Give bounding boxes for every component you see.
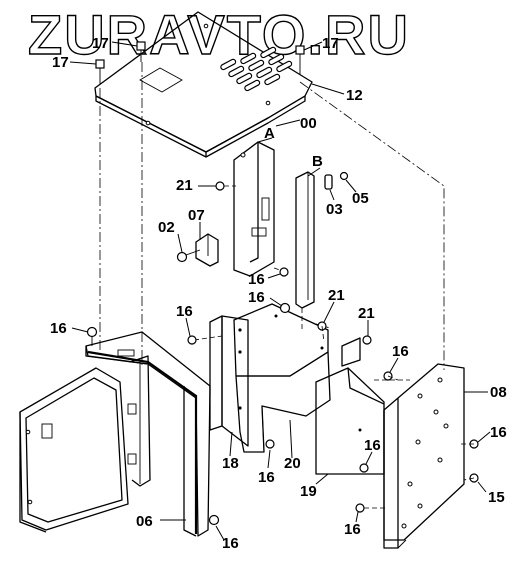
vertical-bar-b	[295, 171, 315, 309]
label-16-center-top: 16	[248, 289, 265, 306]
label-16-a: 16	[248, 271, 265, 288]
clip-03	[324, 174, 333, 190]
label-17-center: 17	[92, 35, 109, 52]
label-00: 00	[300, 115, 317, 132]
label-12: 12	[346, 87, 363, 104]
label-15: 15	[488, 489, 505, 506]
bolt-16-panel19-low	[355, 503, 365, 513]
label-16-plate18-top: 16	[176, 303, 193, 320]
side-plate-18	[209, 315, 249, 447]
frame-06	[85, 331, 211, 537]
label-19: 19	[300, 483, 317, 500]
label-16-panel08-right: 16	[490, 424, 507, 441]
label-06: 06	[136, 513, 153, 530]
bolt-16-plate18-top	[187, 335, 197, 345]
label-03: 03	[326, 201, 343, 218]
label-16-panel19-low: 16	[344, 521, 361, 538]
label-17-right: 17	[322, 35, 339, 52]
bolt-16-center-top	[279, 302, 291, 314]
label-16-below-18: 16	[258, 469, 275, 486]
side-panel-08	[383, 363, 465, 549]
bolt-02	[176, 249, 201, 263]
top-cover-plate	[94, 11, 313, 158]
watermark: ZURAVTO.RU	[28, 3, 410, 66]
label-17-left: 17	[52, 54, 69, 71]
marker-a: A	[264, 125, 275, 142]
label-16-frame-bottom: 16	[222, 535, 239, 552]
label-07: 07	[188, 207, 205, 224]
bent-cover-20	[233, 303, 331, 453]
bolt-16-frame-left	[86, 326, 98, 346]
vent-slots	[220, 46, 293, 92]
bracket-07	[195, 233, 219, 267]
bolt-17-left	[95, 59, 105, 84]
left-door-panel	[19, 367, 129, 533]
bolt-16-a	[279, 267, 289, 277]
label-18: 18	[222, 455, 239, 472]
label-05: 05	[352, 190, 369, 207]
label-16-panel19-right: 16	[392, 343, 409, 360]
label-08: 08	[490, 384, 507, 401]
bolt-16-below-18	[265, 439, 275, 449]
label-20: 20	[284, 455, 301, 472]
marker-b: B	[312, 153, 323, 170]
label-16-frame-left: 16	[50, 320, 67, 337]
label-21-panel19: 21	[358, 305, 375, 322]
center-bracket-a	[233, 141, 275, 277]
bolt-21-panel19	[362, 335, 372, 345]
bolt-16-frame-bottom	[208, 514, 220, 526]
frame-inner-rail	[129, 355, 151, 487]
label-02: 02	[158, 219, 175, 236]
screw-05	[339, 171, 349, 181]
bolt-16-panel19-mid	[359, 463, 369, 473]
label-21-right-of-20: 21	[328, 287, 345, 304]
bolt-21-upper	[215, 181, 236, 191]
label-21-upper: 21	[176, 177, 193, 194]
label-16-panel19-mid: 16	[364, 437, 381, 454]
